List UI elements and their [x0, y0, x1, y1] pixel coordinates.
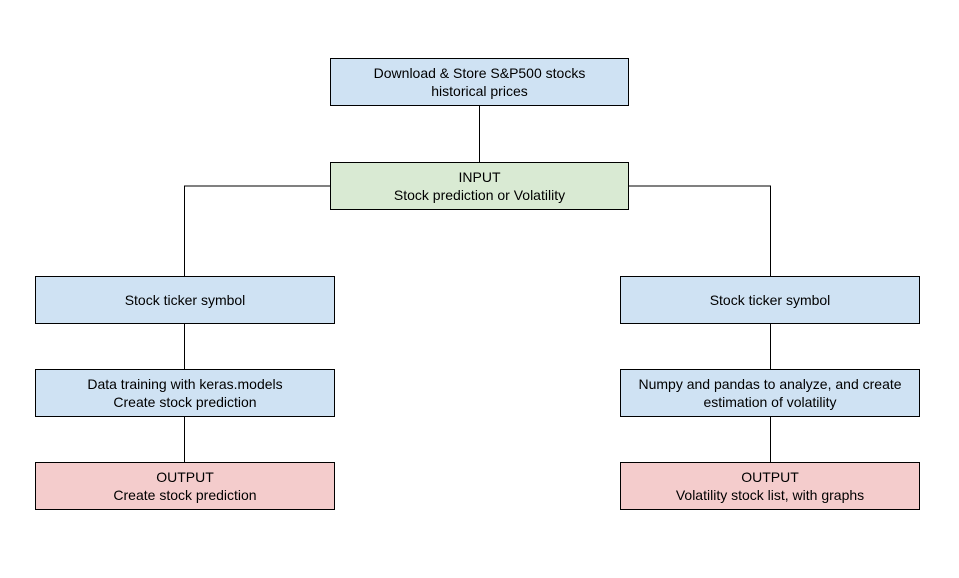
left-output-node-line2: Create stock prediction [113, 487, 257, 503]
left-output-node-line1: OUTPUT [156, 469, 214, 485]
right-analysis-node-line1: Numpy and pandas to analyze, and create [638, 376, 902, 392]
input-node: INPUT Stock prediction or Volatility [330, 162, 629, 210]
right-analysis-node-line2: estimation of volatility [703, 394, 837, 410]
right-ticker-node-line1: Stock ticker symbol [709, 292, 831, 308]
left-ticker-node: Stock ticker symbol [35, 276, 335, 324]
right-analysis-node: Numpy and pandas to analyze, and create … [620, 369, 920, 417]
left-ticker-node-line1: Stock ticker symbol [124, 292, 246, 308]
download-node-line2: historical prices [431, 83, 528, 99]
left-training-node-line2: Create stock prediction [113, 394, 257, 410]
input-node-line2: Stock prediction or Volatility [393, 187, 566, 203]
right-output-node-line2: Volatility stock list, with graphs [675, 487, 865, 503]
connector-input-to-left-ticker [184, 185, 330, 276]
left-training-node: Data training with keras.models Create s… [35, 369, 335, 417]
right-ticker-node: Stock ticker symbol [620, 276, 920, 324]
connector-input-to-right-ticker [629, 185, 771, 276]
download-node-line1: Download & Store S&P500 stocks [373, 65, 586, 81]
right-output-node-line1: OUTPUT [741, 469, 799, 485]
right-output-node: OUTPUT Volatility stock list, with graph… [620, 462, 920, 510]
left-training-node-line1: Data training with keras.models [87, 376, 283, 392]
download-node: Download & Store S&P500 stocks historica… [330, 58, 629, 106]
input-node-line1: INPUT [458, 169, 501, 185]
left-output-node: OUTPUT Create stock prediction [35, 462, 335, 510]
